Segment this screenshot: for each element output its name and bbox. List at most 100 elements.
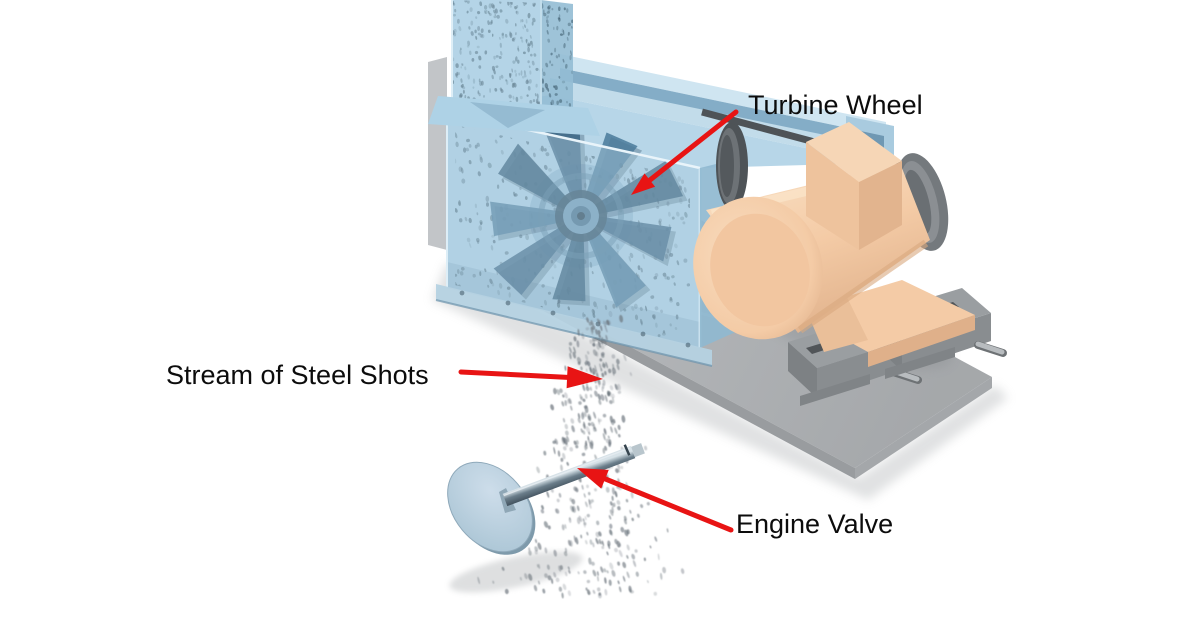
shot-particle bbox=[551, 276, 555, 280]
shot-particle bbox=[547, 6, 550, 10]
shot-particle bbox=[662, 566, 667, 574]
shot-particle bbox=[567, 306, 570, 311]
shot-particle bbox=[568, 342, 573, 346]
shot-particle bbox=[612, 371, 615, 376]
valve-stem-groove bbox=[623, 444, 631, 456]
shot-particle bbox=[608, 579, 612, 586]
shot-particle bbox=[581, 484, 584, 490]
shot-particle bbox=[605, 486, 610, 493]
shot-particle bbox=[470, 20, 474, 26]
shot-particle bbox=[557, 299, 561, 304]
shot-particle bbox=[634, 314, 639, 321]
shot-particle bbox=[631, 553, 636, 560]
shot-particle bbox=[478, 225, 482, 231]
shot-particle bbox=[527, 46, 530, 53]
shot-particle bbox=[602, 413, 607, 418]
shot-particle bbox=[534, 538, 538, 544]
shot-particle bbox=[606, 570, 609, 574]
shot-particle bbox=[563, 43, 566, 49]
shot-particle bbox=[617, 424, 621, 431]
shot-particle bbox=[509, 5, 513, 8]
shot-particle bbox=[485, 202, 490, 207]
shot-particle bbox=[493, 9, 496, 13]
shot-particle bbox=[468, 144, 472, 148]
shot-particle bbox=[560, 457, 564, 462]
shot-particle bbox=[614, 427, 618, 435]
shot-particle bbox=[595, 329, 599, 335]
shot-particle bbox=[535, 67, 539, 71]
shot-particle bbox=[527, 86, 531, 91]
shot-particle bbox=[582, 430, 586, 435]
shot-particle bbox=[563, 7, 566, 11]
shot-particle bbox=[484, 50, 488, 55]
shot-particle bbox=[586, 360, 591, 367]
shot-particle bbox=[596, 587, 601, 592]
shot-particle bbox=[642, 253, 645, 260]
shot-particle bbox=[501, 33, 505, 39]
shot-particle bbox=[592, 342, 596, 347]
shot-particle bbox=[556, 100, 559, 105]
shot-particle bbox=[597, 593, 602, 599]
shot-particle bbox=[615, 468, 619, 474]
wheel-blade bbox=[552, 230, 586, 302]
shot-particle bbox=[564, 571, 568, 577]
shot-particle bbox=[526, 94, 529, 97]
engine-valve bbox=[447, 443, 645, 593]
shot-particle bbox=[491, 282, 495, 287]
shot-particle bbox=[617, 390, 622, 394]
shot-particle bbox=[576, 356, 582, 364]
shot-particle bbox=[666, 248, 670, 254]
shot-particle bbox=[460, 167, 464, 174]
shot-particle bbox=[537, 542, 542, 550]
shot-particle bbox=[602, 320, 607, 327]
shot-particle bbox=[558, 586, 563, 592]
label-turbine-wheel: Turbine Wheel bbox=[748, 90, 923, 120]
shot-particle bbox=[528, 79, 532, 84]
shot-particle bbox=[559, 99, 563, 103]
annotations: Turbine Wheel Stream of Steel Shots Engi… bbox=[166, 90, 923, 539]
shot-particle bbox=[608, 515, 612, 520]
shot-particle bbox=[568, 102, 572, 108]
shot-particle bbox=[617, 561, 621, 566]
shot-particle bbox=[666, 276, 670, 281]
shot-particle bbox=[597, 330, 601, 334]
shot-particle bbox=[604, 445, 608, 451]
shot-particle bbox=[536, 93, 539, 99]
shot-particle bbox=[531, 43, 534, 47]
shot-particle bbox=[541, 284, 545, 288]
shot-particle bbox=[607, 435, 610, 439]
shot-particle bbox=[587, 491, 591, 496]
shot-particle bbox=[558, 75, 561, 79]
shot-particle bbox=[494, 8, 498, 14]
shot-particle bbox=[562, 418, 566, 423]
shot-particle bbox=[561, 80, 566, 84]
shot-particle bbox=[673, 282, 676, 286]
shot-particle bbox=[654, 273, 659, 277]
shot-particle bbox=[513, 37, 516, 40]
shot-particle bbox=[493, 15, 497, 19]
shot-particle bbox=[491, 33, 494, 37]
shot-particle bbox=[458, 218, 463, 223]
shot-particle bbox=[625, 499, 629, 503]
shot-particle bbox=[640, 267, 643, 273]
shot-particle bbox=[629, 372, 633, 377]
shot-particle bbox=[511, 68, 514, 73]
shot-particle bbox=[501, 178, 505, 183]
shot-particle bbox=[515, 56, 518, 62]
shot-particle bbox=[491, 74, 494, 80]
shot-particle bbox=[600, 339, 604, 346]
shot-particle bbox=[631, 173, 634, 180]
shot-particle bbox=[490, 245, 494, 251]
shot-particle bbox=[485, 335, 490, 342]
shot-particle bbox=[475, 16, 478, 20]
shot-particle bbox=[653, 591, 658, 596]
shot-particle bbox=[578, 401, 582, 405]
shot-particle bbox=[546, 490, 550, 498]
shot-particle bbox=[506, 286, 511, 290]
shot-particle bbox=[496, 184, 500, 189]
shot-particle bbox=[609, 501, 613, 506]
shot-particle bbox=[629, 509, 632, 514]
shot-particle bbox=[464, 66, 467, 71]
shot-particle bbox=[544, 299, 547, 306]
shot-particle bbox=[455, 132, 458, 139]
